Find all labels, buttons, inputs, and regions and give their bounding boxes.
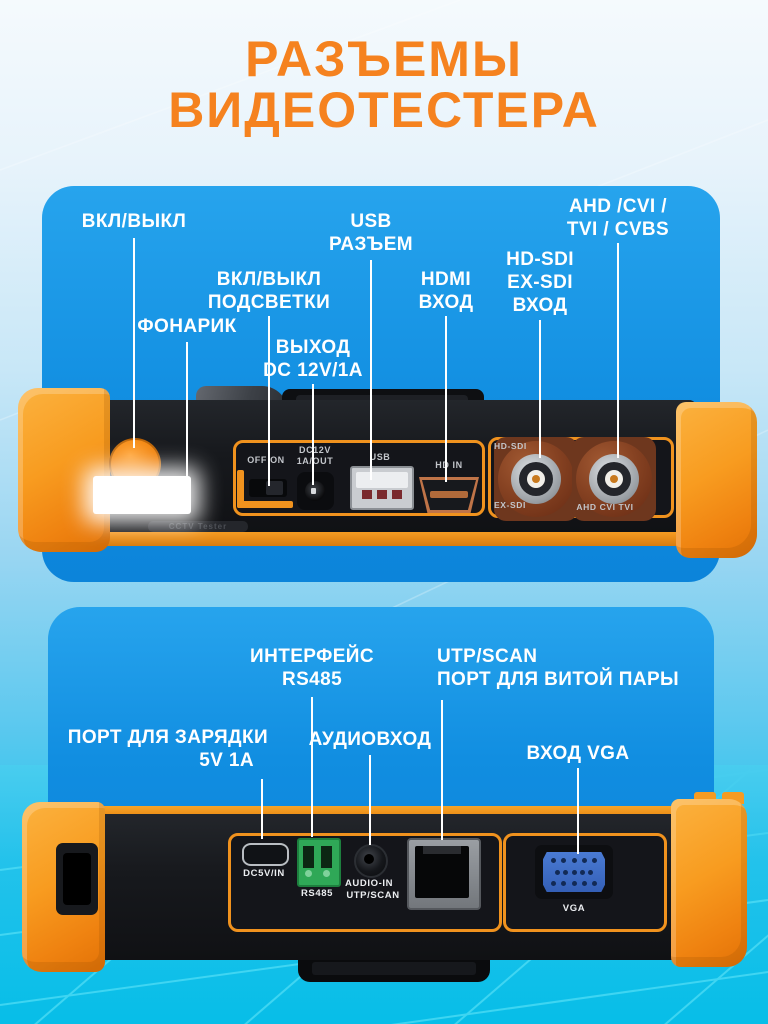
callout-usb-label: USB РАЗЪЕМ — [329, 210, 413, 256]
callout-text: ВЫХОД — [275, 337, 351, 358]
callout-text: ПОРТ ДЛЯ ВИТОЙ ПАРЫ — [437, 669, 680, 691]
callout-text: АУДИОВХОД — [308, 729, 432, 750]
micro-usb-port — [242, 843, 289, 866]
page-title-line1: РАЗЪЕМЫ — [245, 31, 523, 87]
callout-ahd-label: AHD /CVI / TVI / CVBS — [567, 195, 669, 241]
callout-sdi-label: HD-SDI EX-SDI ВХОД — [506, 248, 574, 318]
usb-contact — [392, 490, 402, 499]
bnc-hdsdi-label: HD-SDI — [494, 441, 527, 451]
right-bumper — [676, 402, 757, 558]
callout-text: DC 12V/1A — [263, 360, 363, 382]
callout-line-vga — [577, 768, 579, 854]
usb-port-tongue — [356, 472, 408, 488]
callout-text: 5V 1A — [199, 750, 254, 772]
rs485-screw — [323, 870, 330, 877]
callout-utp-label: UTP/SCAN ПОРТ ДЛЯ ВИТОЙ ПАРЫ — [437, 645, 679, 691]
rs485-slot — [303, 846, 314, 868]
callout-dc-out-label: ВЫХОД DC 12V/1A — [263, 336, 363, 382]
callout-line-backlight — [268, 316, 270, 486]
brand-plate: CCTV Tester — [148, 521, 248, 532]
flashlight — [93, 476, 191, 514]
callout-text: UTP/SCAN — [437, 646, 538, 667]
callout-line-power — [133, 238, 135, 448]
dc-jack-label-line1: DC12V — [298, 445, 331, 455]
callout-text: ПОРТ ДЛЯ ЗАРЯДКИ — [67, 727, 268, 748]
lanyard-hole-inner — [63, 853, 91, 905]
vga-label: VGA — [562, 903, 586, 914]
callout-text: ФОНАРИК — [137, 316, 237, 337]
callout-line-usb — [370, 260, 372, 480]
callout-charge-label: ПОРТ ДЛЯ ЗАРЯДКИ 5V 1A — [60, 726, 268, 772]
dc-jack-label: DC12V 1A/OUT — [290, 445, 340, 467]
callout-power-label: ВКЛ/ВЫКЛ — [82, 210, 186, 233]
switch-bracket-v — [237, 470, 244, 508]
device-handle-slot — [312, 962, 476, 975]
rs485-label: RS485 — [300, 888, 334, 899]
callout-flashlight-label: ФОНАРИК — [137, 315, 236, 338]
switch-bracket-h — [237, 501, 293, 508]
callout-line-utp — [441, 700, 443, 840]
callout-line-ahd — [617, 243, 619, 458]
hdmi-port-label: HD IN — [435, 460, 463, 470]
callout-text: USB — [350, 211, 392, 232]
dc-out-jack-pin — [311, 488, 316, 494]
hdmi-port-slot — [430, 491, 468, 498]
device-bottom-edge — [95, 532, 695, 546]
callout-text: РАЗЪЕМ — [328, 234, 414, 256]
vga-pins — [551, 858, 597, 886]
audio-jack — [354, 844, 388, 878]
bnc-exsdi-label: EX-SDI — [494, 500, 526, 510]
callout-line-charge — [261, 779, 263, 839]
rj45-port-opening — [415, 846, 469, 898]
audio-jack-hole — [364, 854, 374, 864]
usb-contact — [377, 490, 387, 499]
utp-label: UTP/SCAN — [346, 890, 400, 901]
callout-text: ВКЛ/ВЫКЛ — [216, 269, 322, 290]
callout-text: ИНТЕРФЕЙС — [250, 646, 374, 667]
dc-jack-label-line2: 1A/OUT — [296, 455, 334, 466]
rs485-screw — [305, 870, 312, 877]
bnc-ahd-label: AHD CVI TVI — [576, 502, 634, 512]
callout-backlight-label: ВКЛ/ВЫКЛ ПОДСВЕТКИ — [208, 268, 330, 314]
callout-vga-label: ВХОД VGA — [527, 742, 630, 765]
callout-text: ВКЛ/ВЫКЛ — [81, 211, 187, 232]
right-bumper — [671, 799, 747, 967]
callout-text: AHD /CVI / — [569, 196, 667, 217]
micro-usb-label: DC5V/IN — [243, 868, 285, 879]
page-title: РАЗЪЕМЫ ВИДЕОТЕСТЕРА — [0, 34, 768, 136]
audio-label: AUDIO-IN — [344, 878, 394, 889]
callout-line-hdmi — [445, 316, 447, 482]
callout-line-audio — [369, 755, 371, 845]
usb-contact — [362, 490, 372, 499]
callout-text: HD-SDI — [506, 249, 574, 270]
switch-label: OFF ON — [247, 455, 285, 465]
callout-text: RS485 — [281, 669, 343, 691]
callout-text: ВХОД — [418, 292, 474, 314]
callout-text: ВХОД — [512, 295, 568, 317]
callout-line-rs485 — [311, 697, 313, 837]
bnc-connector-ahd — [572, 437, 656, 521]
callout-hdmi-label: HDMI ВХОД — [419, 268, 474, 314]
callout-rs485-label: ИНТЕРФЕЙС RS485 — [250, 645, 374, 691]
callout-text: EX-SDI — [507, 272, 573, 294]
left-bumper — [18, 388, 110, 552]
rj45-notch — [423, 846, 461, 854]
callout-line-dc-out — [312, 384, 314, 485]
callout-text: TVI / CVBS — [566, 219, 670, 241]
usb-port-label: USB — [369, 452, 391, 462]
power-switch-knob — [266, 481, 283, 495]
callout-line-flashlight — [186, 342, 188, 494]
callout-line-sdi — [539, 320, 541, 458]
bnc-connector-sdi — [494, 437, 578, 521]
callout-text: ВХОД VGA — [526, 743, 630, 764]
callout-audio-label: АУДИОВХОД — [309, 728, 432, 751]
callout-text: HDMI — [420, 269, 472, 290]
rs485-slot — [321, 846, 332, 868]
page-title-line2: ВИДЕОТЕСТЕРА — [168, 82, 600, 138]
callout-text: ПОДСВЕТКИ — [207, 292, 331, 314]
